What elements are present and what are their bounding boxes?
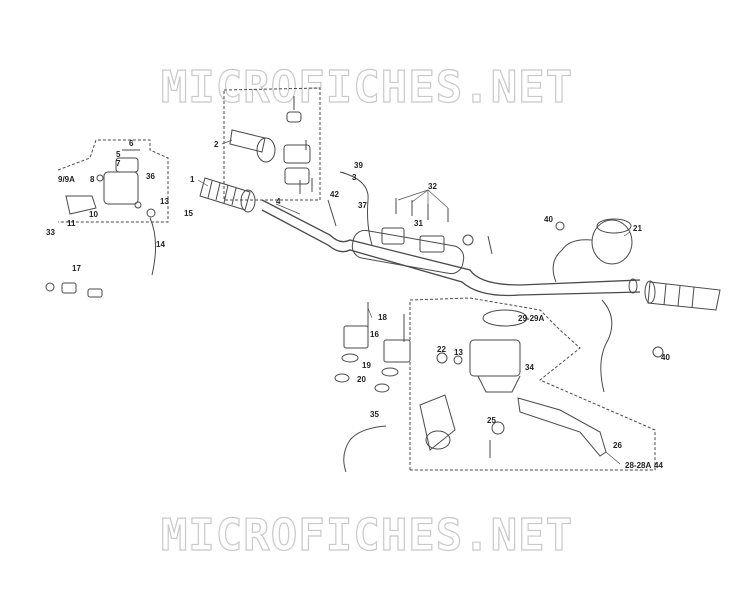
- brake-master-cylinder: [419, 309, 528, 458]
- callout-13-right: 13: [454, 348, 463, 357]
- callout-35: 35: [370, 410, 379, 419]
- callout-7: 7: [116, 159, 121, 168]
- cable-clip: [327, 199, 337, 227]
- right-grip: [644, 280, 721, 311]
- callout-17: 17: [72, 264, 81, 273]
- callout-44: 44: [654, 461, 663, 470]
- callout-42: 42: [330, 190, 339, 199]
- group-outlines: [57, 87, 656, 471]
- callout-11: 11: [67, 219, 76, 228]
- callout-34: 34: [525, 363, 534, 372]
- callout-9-9a: 9/9A: [58, 175, 75, 184]
- callout-37: 37: [358, 201, 367, 210]
- bar-mounts: [334, 302, 411, 393]
- callout-13-left: 13: [160, 197, 169, 206]
- callout-32: 32: [428, 182, 437, 191]
- callout-1: 1: [190, 175, 195, 184]
- handlebar: [261, 199, 641, 297]
- callout-8: 8: [90, 175, 95, 184]
- callout-19: 19: [362, 361, 371, 370]
- callout-21: 21: [633, 224, 642, 233]
- callout-28-28a: 28-28A: [625, 461, 652, 470]
- left-perch: [65, 149, 156, 276]
- callout-40-bottom: 40: [661, 353, 670, 362]
- left-grip: [199, 177, 256, 213]
- cable-35: [343, 425, 387, 473]
- callout-25: 25: [487, 416, 496, 425]
- callout-18: 18: [378, 313, 387, 322]
- callout-10: 10: [89, 210, 98, 219]
- leader-lines: [197, 139, 631, 465]
- watermark-top: MICROFICHES.NET: [160, 61, 574, 113]
- callout-5: 5: [116, 150, 121, 159]
- callout-20: 20: [357, 375, 366, 384]
- callout-26: 26: [613, 441, 622, 450]
- callout-33: 33: [46, 228, 55, 237]
- watermark-bottom: MICROFICHES.NET: [160, 509, 574, 561]
- callout-15: 15: [184, 209, 193, 218]
- throttle-assembly: [229, 96, 313, 194]
- callout-2: 2: [214, 140, 219, 149]
- callout-29-29a: 29-29A: [518, 314, 545, 323]
- callout-3: 3: [352, 173, 357, 182]
- callout-39: 39: [354, 161, 363, 170]
- callout-36: 36: [146, 172, 155, 181]
- callout-4: 4: [276, 197, 281, 206]
- bar-clamps-top: [381, 198, 493, 255]
- throttle-cable: [339, 171, 373, 246]
- callout-22: 22: [437, 345, 446, 354]
- brake-lever: [517, 397, 607, 457]
- callout-40-top: 40: [544, 215, 553, 224]
- callout-16: 16: [370, 330, 379, 339]
- callout-14: 14: [156, 240, 165, 249]
- right-switch: [552, 218, 664, 393]
- callout-31: 31: [414, 219, 423, 228]
- part-17: [45, 282, 103, 298]
- callout-6: 6: [129, 139, 134, 148]
